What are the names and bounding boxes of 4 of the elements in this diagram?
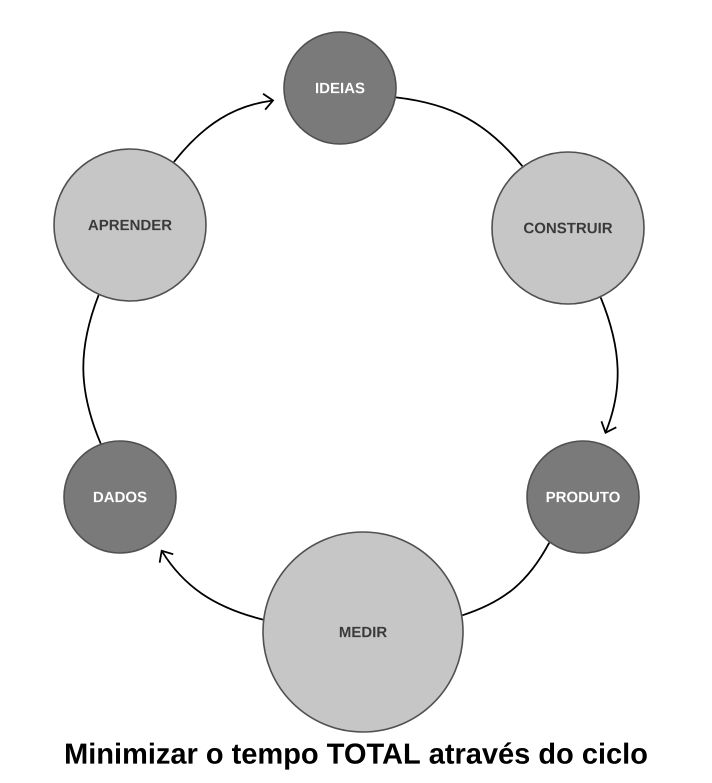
arrow [600, 297, 618, 434]
caption: Minimizar o tempo TOTAL através do ciclo [66, 742, 647, 770]
arrow [173, 93, 274, 163]
arrow [158, 550, 264, 620]
